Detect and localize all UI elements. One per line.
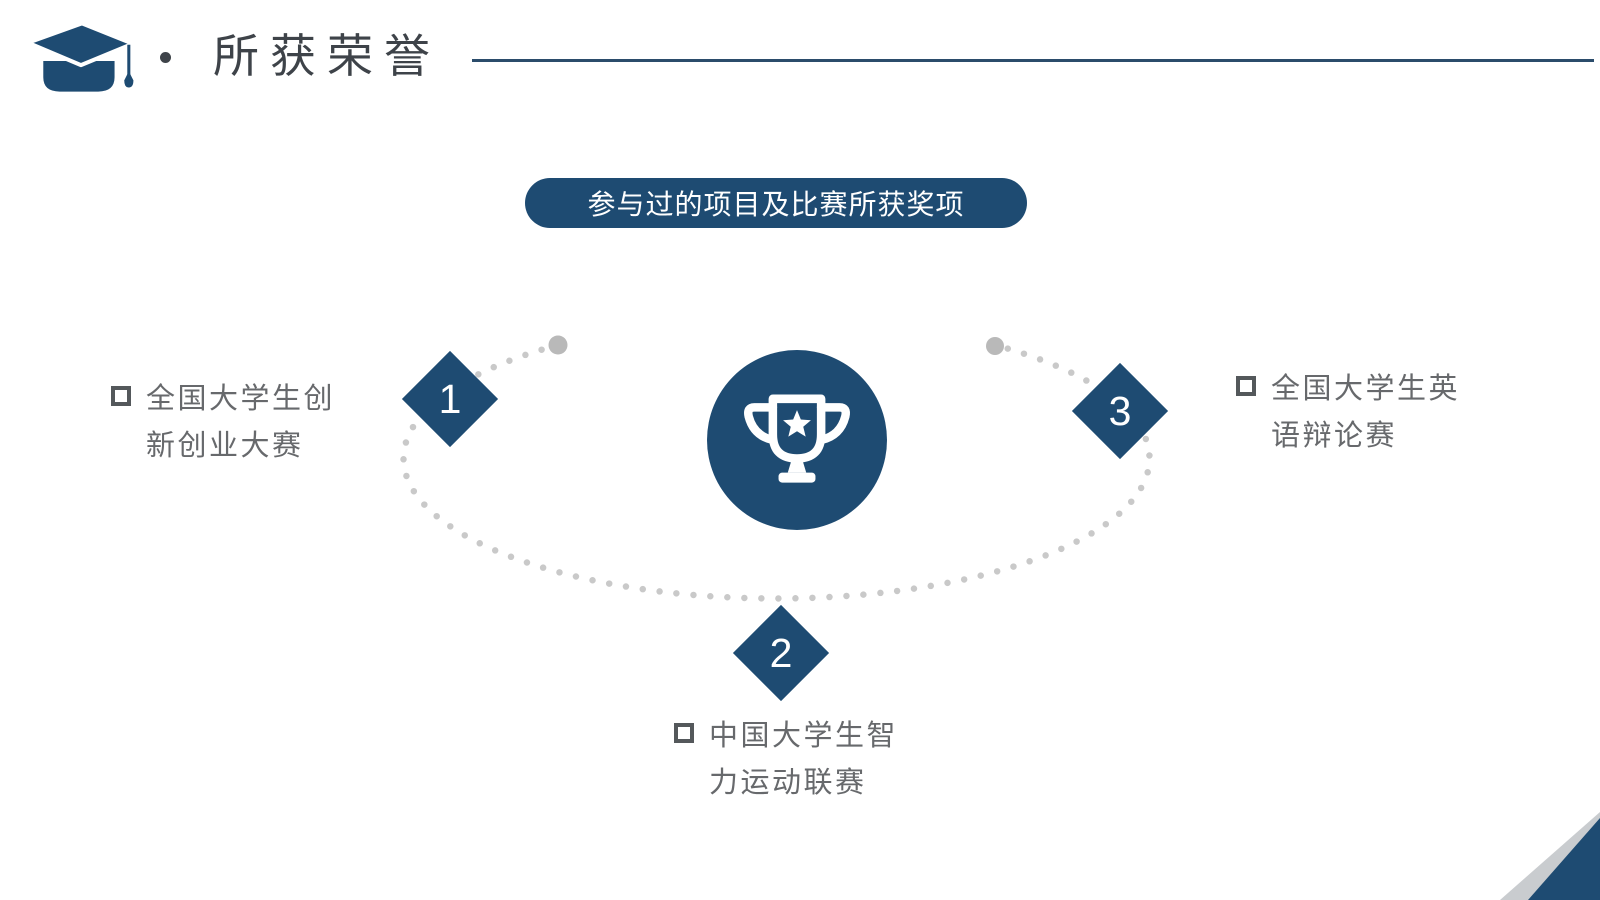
award-item-1-line1: 全国大学生创: [146, 383, 336, 415]
page-title: 所获荣誉: [213, 30, 441, 82]
diamond-number-1: 1: [401, 350, 499, 448]
award-item-3: 全国大学生英 语辩论赛: [1236, 366, 1460, 460]
award-item-2: 中国大学生智 力运动联赛: [674, 713, 898, 807]
corner-blue-triangle: [1528, 818, 1600, 900]
cap-tassel: [124, 71, 134, 88]
award-item-1-line2: 新创业大赛: [146, 430, 304, 462]
section-banner: 参与过的项目及比赛所获奖项: [525, 178, 1027, 228]
diamond-1-label: 1: [438, 375, 462, 422]
diamond-number-2: 2: [732, 604, 830, 702]
award-item-2-line2: 力运动联赛: [709, 767, 867, 799]
diamond-2-label: 2: [769, 629, 793, 676]
cap-base: [43, 61, 115, 92]
section-banner-label: 参与过的项目及比赛所获奖项: [587, 189, 965, 220]
award-item-3-line1: 全国大学生英: [1271, 373, 1461, 405]
diamond-3-label: 3: [1108, 387, 1132, 434]
diamond-number-3: 3: [1071, 362, 1169, 460]
award-item-1: 全国大学生创 新创业大赛: [111, 376, 335, 470]
header-bullet-dot-icon: [160, 52, 171, 63]
trophy-badge: [707, 350, 887, 530]
square-bullet-icon: [674, 723, 694, 743]
graduation-cap-icon: [27, 21, 135, 92]
cap-board: [27, 21, 135, 68]
header-divider-line: [472, 59, 1594, 62]
square-bullet-icon: [1236, 376, 1256, 396]
orbit-endpoint-dot-right: [986, 337, 1004, 355]
orbit-endpoint-dot-left: [548, 335, 568, 355]
award-item-2-line1: 中国大学生智: [709, 720, 899, 752]
square-bullet-icon: [111, 386, 131, 406]
orbit-dotted-ellipse: [400, 341, 1153, 602]
award-item-3-line2: 语辩论赛: [1271, 420, 1398, 452]
corner-decoration: [1500, 812, 1600, 900]
trophy-icon: [744, 394, 850, 483]
